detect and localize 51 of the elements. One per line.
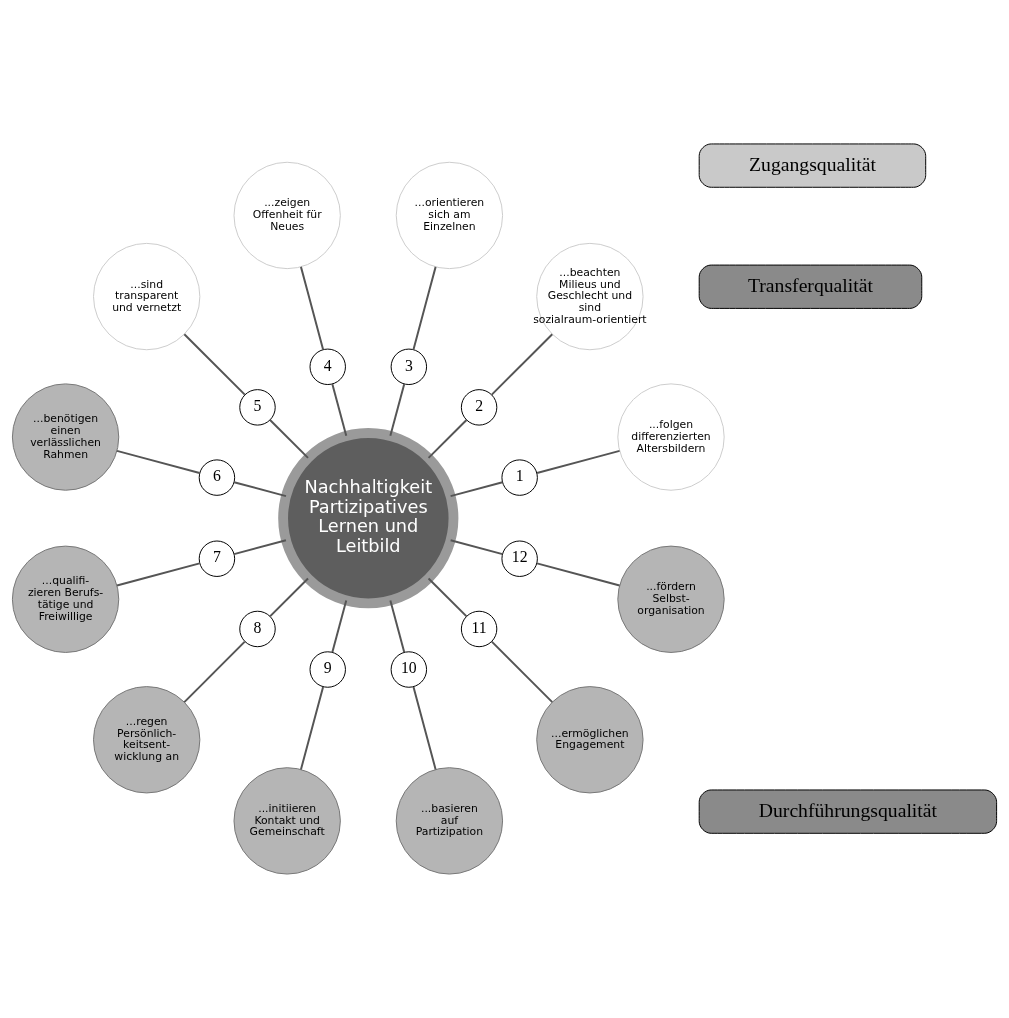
connector	[183, 640, 246, 704]
node-circle: ...folgen differenzierten Altersbildern	[617, 383, 725, 491]
node-circle: ...orientieren sich am Einzelnen	[395, 161, 504, 270]
node-circle: 1	[501, 459, 538, 496]
connector	[490, 333, 554, 396]
connector	[449, 539, 504, 556]
connector	[449, 481, 504, 498]
node-circle: ...benötigen einen verlässlichen Rahmen	[11, 383, 120, 491]
connector	[412, 265, 437, 351]
node-circle: 3	[390, 348, 428, 386]
node-circle: 8	[239, 610, 276, 648]
node-circle: ...ermöglichen Engagement	[536, 686, 644, 794]
node-circle: 7	[198, 540, 236, 577]
connector	[233, 481, 287, 498]
node-circle: ...basieren auf Partizipation	[395, 767, 504, 875]
node-circle: ...regen Persönlich- keitsent- wicklung an	[93, 686, 201, 794]
node-circle: 5	[239, 389, 276, 426]
connector	[427, 577, 468, 618]
node-circle: 6	[198, 459, 236, 496]
node-circle: 9	[309, 651, 346, 688]
connector	[183, 333, 246, 396]
connector	[536, 449, 621, 474]
node-box: Transferqualität	[698, 264, 923, 309]
connector	[269, 577, 309, 618]
connector	[427, 418, 468, 459]
connector	[116, 562, 201, 587]
node-circle: 2	[460, 389, 498, 426]
connector	[389, 383, 406, 437]
node-circle: ...zeigen Offenheit für Neues	[233, 161, 341, 270]
connector	[269, 418, 309, 459]
connector	[412, 685, 437, 771]
node-circle: ...qualifi- zieren Berufs- tätige und Freiwillige	[11, 545, 120, 653]
node-circle: 10	[390, 651, 428, 688]
connector	[299, 685, 325, 771]
connector	[490, 640, 554, 704]
connector	[233, 539, 287, 556]
node-circle: 12	[501, 540, 538, 577]
connector	[116, 449, 201, 474]
connector	[331, 599, 348, 654]
node-circle: Nachhaltigkeit Partizipatives Lernen und Leitbild	[278, 428, 459, 609]
node-circle: 4	[309, 348, 346, 386]
node-circle: ...sind transparent und vernetzt	[93, 242, 201, 351]
connector	[389, 599, 406, 654]
node-circle: ...initiieren Kontakt und Gemeinschaft	[233, 767, 341, 875]
connector	[299, 265, 325, 351]
node-circle: 11	[460, 610, 498, 648]
connector	[536, 562, 621, 587]
node-box: Zugangsqualität	[698, 143, 927, 188]
connector	[331, 383, 348, 437]
node-box: Durchführungsqualität	[698, 789, 998, 834]
node-circle: ...fördern Selbst- organisation	[617, 545, 725, 653]
